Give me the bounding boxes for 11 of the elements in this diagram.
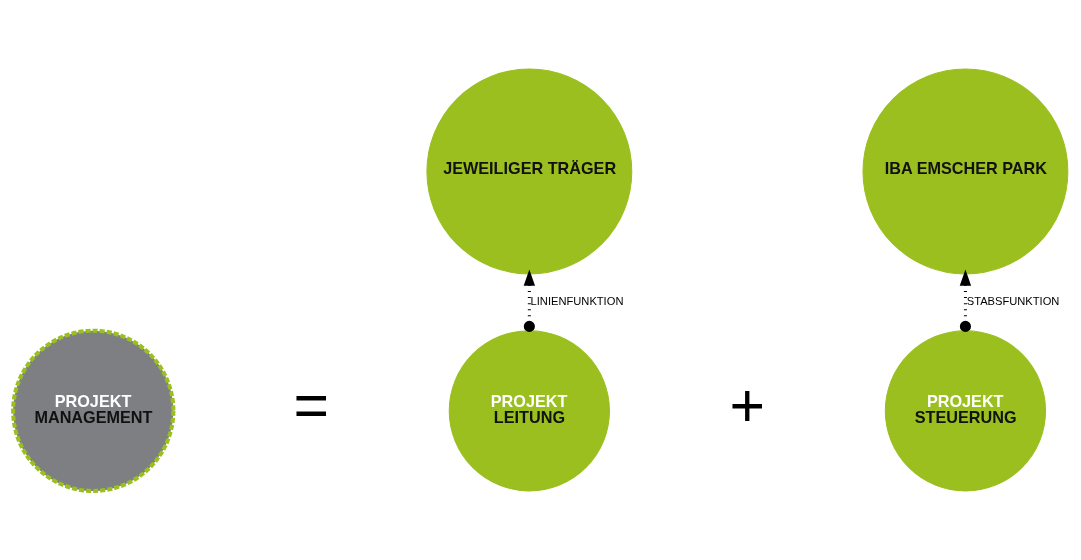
- node-circle: PROJEKT MANAGEMENT: [11, 328, 176, 493]
- arrow: [523, 269, 536, 332]
- edge-label: LINIENFUNKTION: [530, 295, 624, 308]
- arrow: [959, 269, 972, 332]
- node-circle: JEWEILIGER TRÄGER: [426, 68, 633, 275]
- node-circle: PROJEKT LEITUNG: [448, 330, 610, 492]
- label: =: [293, 371, 330, 440]
- node-circle: IBA EMSCHER PARK: [862, 68, 1069, 275]
- node-circle: PROJEKT STEUERUNG: [884, 330, 1047, 492]
- label: +: [729, 371, 766, 440]
- edge-label: STABSFUNKTION: [966, 295, 1060, 308]
